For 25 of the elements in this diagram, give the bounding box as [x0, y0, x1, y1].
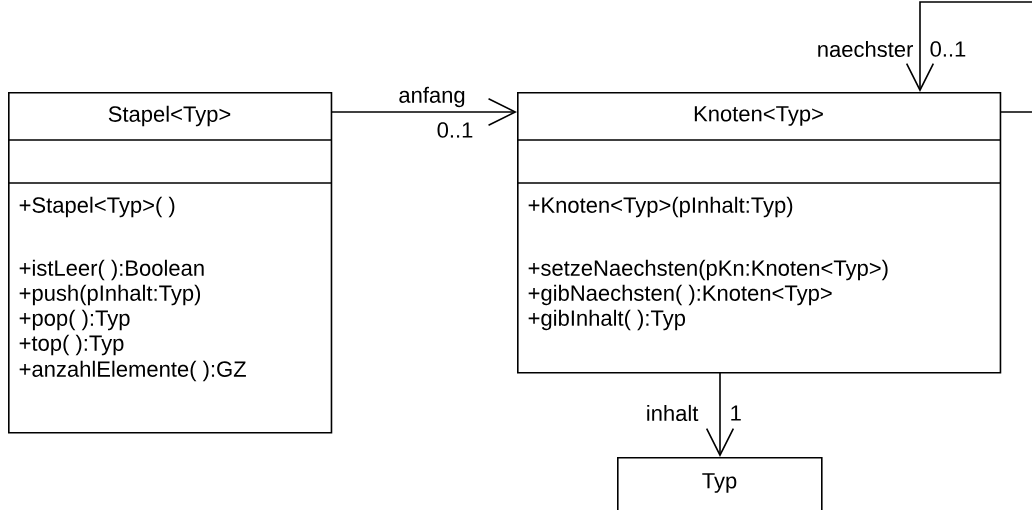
method: +Stapel<Typ>( ) [19, 196, 175, 218]
role-name: inhalt [644, 403, 700, 423]
method: +Knoten<Typ>(pInhalt:Typ) [528, 196, 793, 218]
multiplicity: 0..1 [435, 120, 475, 140]
association-arrow [705, 371, 735, 457]
method: +pop( ):Typ [19, 309, 130, 331]
method: +istLeer( ):Boolean [19, 259, 204, 281]
class-box [516, 92, 1002, 374]
role-name: naechster [815, 39, 915, 59]
class-box [7, 92, 333, 434]
association-arrow [330, 97, 517, 127]
class-name: Typ [702, 473, 737, 493]
class-name: Stapel<Typ> [108, 105, 231, 127]
multiplicity: 0..1 [928, 39, 968, 59]
multiplicity: 1 [728, 404, 744, 422]
method: +setzeNaechsten(pKn:Knoten<Typ>) [528, 259, 888, 281]
class-name: Knoten<Typ> [694, 106, 823, 126]
method: +gibNaechsten( ):Knoten<Typ> [528, 284, 832, 306]
method: +push(pInhalt:Typ) [19, 284, 201, 306]
method: +top( ):Typ [19, 334, 124, 356]
role-name: anfang [397, 85, 467, 109]
method: +anzahlElemente( ):GZ [19, 360, 246, 382]
method: +gibInhalt( ):Typ [528, 309, 686, 331]
class-box [617, 457, 823, 510]
association-arrow [905, 1, 1032, 113]
